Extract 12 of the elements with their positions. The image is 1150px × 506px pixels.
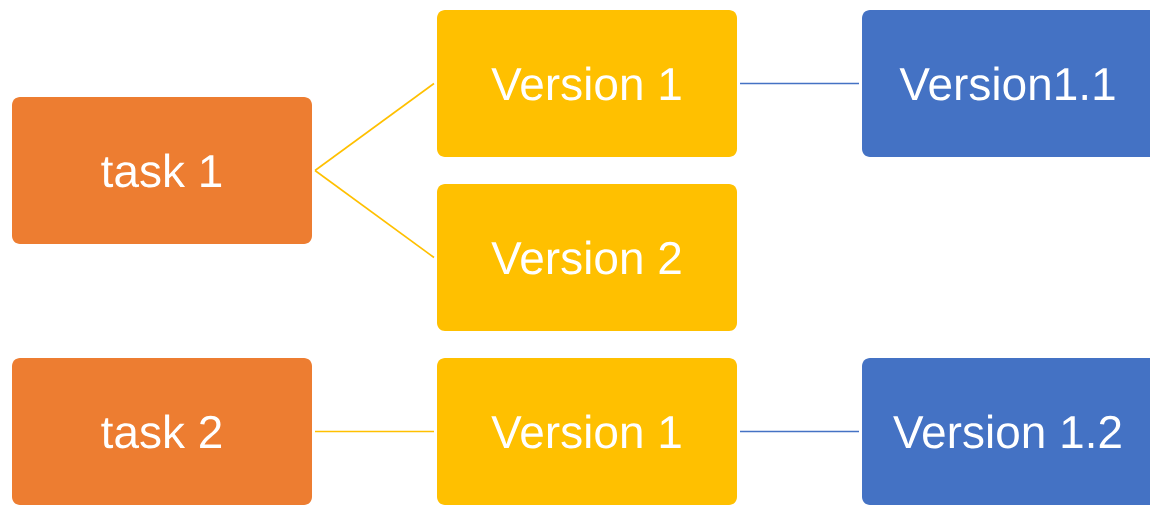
- subversion-box: Version 1.2: [862, 358, 1150, 505]
- connector-line: [739, 82, 860, 85]
- version-box: Version 1: [437, 358, 737, 505]
- connector-line: [314, 169, 435, 259]
- version-box: Version 1: [437, 10, 737, 157]
- connector-line: [314, 430, 435, 433]
- task-box: task 2: [12, 358, 312, 505]
- connector-line: [314, 82, 435, 172]
- version-box: Version 2: [437, 184, 737, 331]
- task-box: task 1: [12, 97, 312, 244]
- subversion-box: Version1.1: [862, 10, 1150, 157]
- connector-line: [739, 430, 860, 433]
